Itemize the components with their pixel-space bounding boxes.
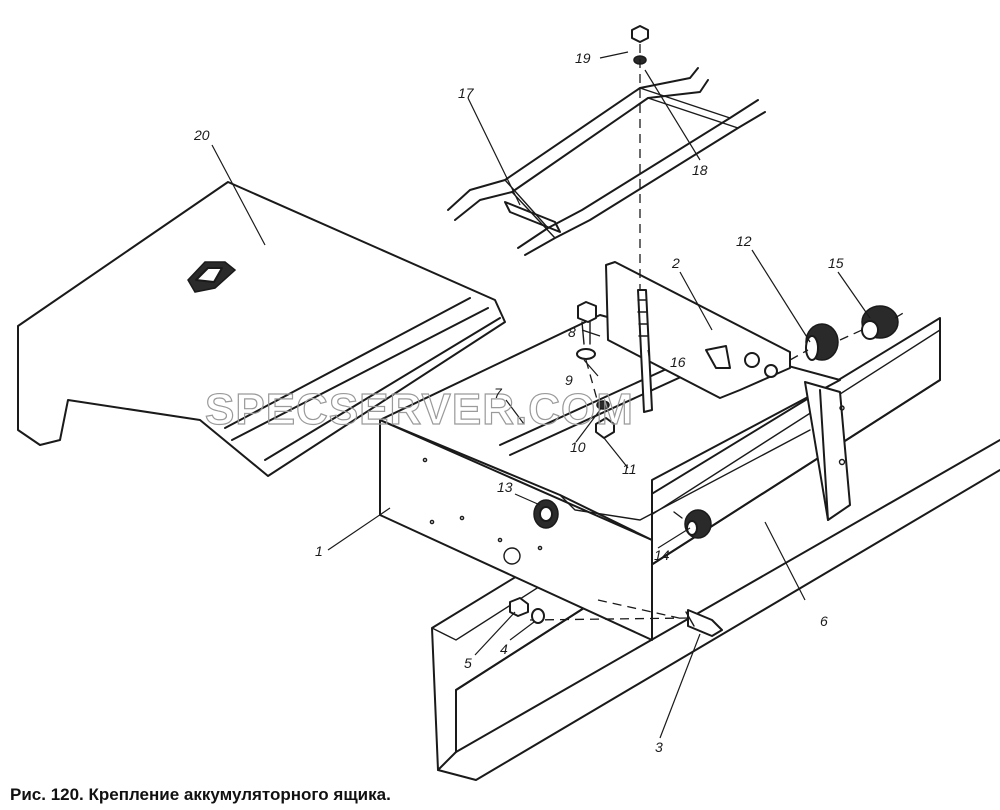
callouts: 19 17 18 20 2 12 15 8 9 16 7 10 11 13 14… [193, 50, 844, 755]
callout-6: 6 [820, 613, 828, 629]
leader-lines [211, 51, 871, 739]
top-nut [631, 25, 649, 65]
bolt-8 [576, 301, 615, 439]
callout-3: 3 [655, 739, 663, 755]
callout-20: 20 [193, 127, 210, 143]
callout-10: 10 [570, 439, 586, 455]
callout-17: 17 [458, 85, 475, 101]
callout-2: 2 [671, 255, 680, 271]
callout-7: 7 [494, 385, 503, 401]
callout-16: 16 [670, 354, 686, 370]
callout-13: 13 [497, 479, 513, 495]
figure-caption: Рис. 120. Крепление аккумуляторного ящик… [10, 785, 391, 804]
callout-4: 4 [500, 641, 508, 657]
callout-11: 11 [622, 461, 637, 477]
watermark: SPECSERVER.COM [205, 385, 634, 434]
callout-12: 12 [736, 233, 752, 249]
battery-box-cover [17, 181, 506, 477]
callout-8: 8 [568, 324, 576, 340]
callout-9: 9 [565, 372, 573, 388]
callout-19: 19 [575, 50, 591, 66]
callout-18: 18 [692, 162, 708, 178]
side-bracket [804, 381, 851, 521]
side-cushions [533, 499, 712, 539]
tie-rod [637, 44, 653, 413]
callout-14: 14 [654, 547, 670, 563]
clamp-frame [447, 67, 766, 256]
rubber-cushions [789, 305, 906, 361]
callout-15: 15 [828, 255, 844, 271]
callout-5: 5 [464, 655, 472, 671]
lower-bolt [509, 597, 723, 637]
callout-1: 1 [315, 543, 323, 559]
bracket [605, 261, 791, 399]
